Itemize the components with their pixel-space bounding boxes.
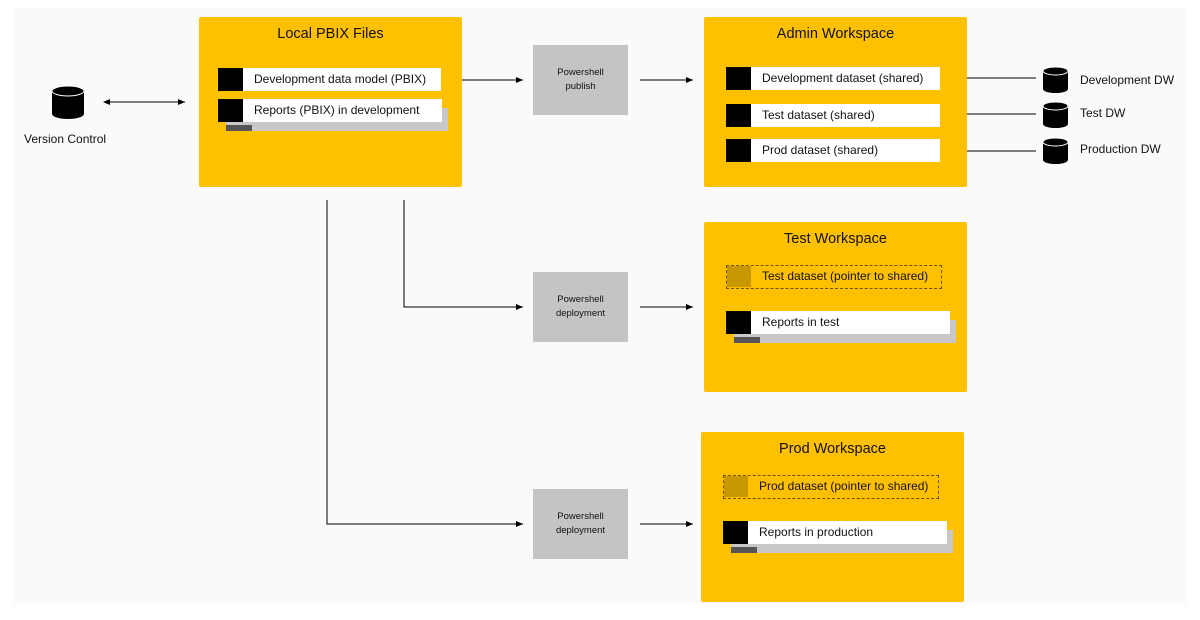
item-label: Prod dataset (shared) (762, 143, 879, 157)
test-dw-label: Test DW (1080, 106, 1126, 120)
item-label: Test dataset (pointer to shared) (762, 269, 929, 283)
powershell-prod-deployment-box[interactable]: Powershell deployment (533, 489, 628, 559)
dataset-icon (726, 139, 751, 162)
powershell-test-deployment-box[interactable]: Powershell deployment (533, 272, 628, 342)
report-icon (723, 521, 748, 544)
production-dw-database-icon (1042, 137, 1069, 164)
item-label: Development data model (PBIX) (254, 72, 427, 86)
dev-dataset-item[interactable]: Development dataset (shared) (726, 67, 940, 90)
item-label: Prod dataset (pointer to shared) (759, 479, 929, 493)
dataset-icon (726, 104, 751, 127)
prod-workspace-panel: Prod Workspace Prod dataset (pointer to … (701, 432, 964, 602)
dev-reports-item[interactable]: Reports (PBIX) in development (218, 99, 448, 131)
test-dataset-item[interactable]: Test dataset (shared) (726, 104, 940, 127)
item-label: Reports in test (762, 315, 840, 329)
version-control-label: Version Control (24, 132, 107, 146)
test-dw-database-icon (1042, 101, 1069, 128)
reports-in-test-item[interactable]: Reports in test (726, 311, 956, 343)
local-to-prod-deploy-line (326, 200, 523, 527)
item-label: Development dataset (shared) (762, 71, 924, 85)
panel-title: Prod Workspace (779, 441, 886, 457)
test-workspace-panel: Test Workspace Test dataset (pointer to … (704, 222, 967, 392)
file-icon (218, 68, 243, 91)
powershell-publish-box[interactable]: Powershell publish (533, 45, 628, 115)
dev-data-model-item[interactable]: Development data model (PBIX) (218, 68, 441, 91)
box-line-2: deployment (555, 525, 606, 536)
file-icon (218, 99, 243, 122)
dataset-icon (726, 67, 751, 90)
local-to-test-deploy-line (403, 200, 523, 310)
panel-title: Admin Workspace (776, 26, 895, 42)
box-line-2: publish (565, 81, 596, 92)
box-line-1: Powershell (557, 294, 604, 305)
dataset-pointer-icon (724, 476, 748, 497)
version-control-database-icon (51, 85, 85, 119)
reports-in-production-item[interactable]: Reports in production (723, 521, 953, 553)
report-icon (726, 311, 751, 334)
dataset-pointer-icon (727, 266, 751, 287)
item-label: Reports in production (759, 525, 874, 539)
prod-dataset-item[interactable]: Prod dataset (shared) (726, 139, 940, 162)
item-label: Reports (PBIX) in development (254, 103, 420, 117)
production-dw-label: Production DW (1080, 142, 1161, 156)
panel-title: Test Workspace (784, 231, 887, 247)
development-dw-database-icon (1042, 66, 1069, 93)
box-line-2: deployment (555, 308, 606, 319)
box-line-1: Powershell (557, 511, 604, 522)
admin-workspace-panel: Admin Workspace Development dataset (sha… (704, 17, 967, 187)
test-dataset-pointer-item[interactable]: Test dataset (pointer to shared) (726, 265, 942, 289)
prod-dataset-pointer-item[interactable]: Prod dataset (pointer to shared) (723, 475, 939, 499)
panel-title: Local PBIX Files (277, 26, 384, 42)
box-line-1: Powershell (557, 67, 604, 78)
local-pbix-panel: Local PBIX Files Development data model … (199, 17, 462, 187)
development-dw-label: Development DW (1080, 73, 1175, 87)
item-label: Test dataset (shared) (762, 108, 875, 122)
